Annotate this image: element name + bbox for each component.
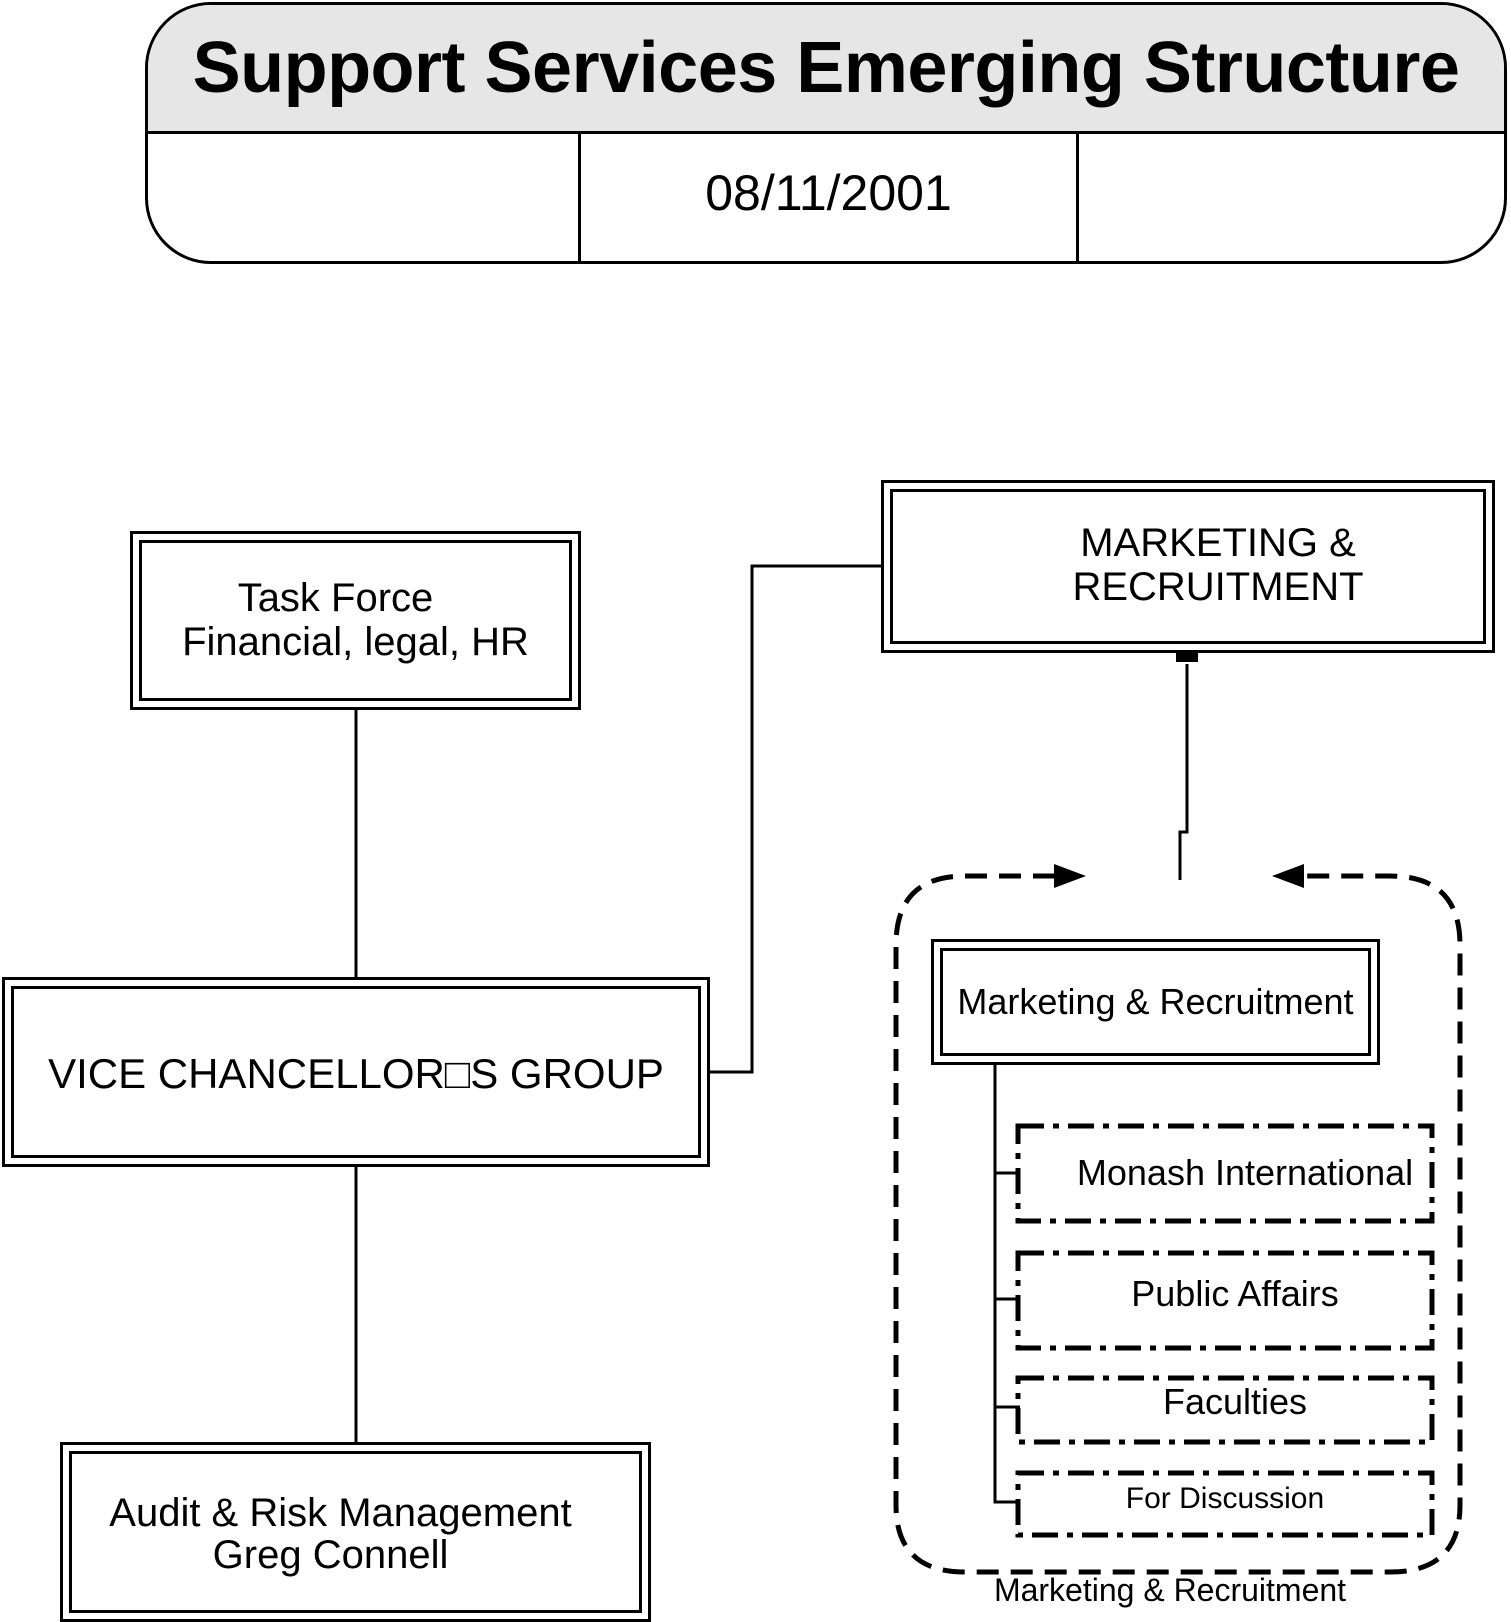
title-cell-left — [148, 134, 581, 261]
monash-intl-label: Monash International — [1076, 1152, 1414, 1193]
group-caption: Marketing & Recruitment — [993, 1572, 1347, 1608]
audit-line2: Greg Connell — [212, 1533, 449, 1577]
audit-box: Audit & Risk Management Greg Connell — [60, 1442, 651, 1622]
task-force-line1: Task Force — [237, 576, 434, 620]
marketing-inner-box: Marketing & Recruitment — [931, 939, 1380, 1065]
vc-group-box: VICE CHANCELLOR□S GROUP — [2, 977, 710, 1167]
title-cell-date: 08/11/2001 — [581, 134, 1079, 261]
audit-line1: Audit & Risk Management — [109, 1491, 572, 1535]
faculties-box: Faculties — [1018, 1378, 1432, 1442]
marketing-top-line2: RECRUITMENT — [1072, 565, 1364, 609]
arrowhead-left — [1054, 864, 1086, 888]
arrowhead-right — [1272, 864, 1304, 888]
marketing-top-line1: MARKETING & — [1080, 521, 1356, 565]
public-affairs-label: Public Affairs — [1131, 1273, 1339, 1314]
public-affairs-box: Public Affairs — [1018, 1253, 1432, 1348]
for-discussion-box: For Discussion — [1018, 1473, 1432, 1535]
faculties-border — [1015, 1375, 1435, 1445]
marketing-inner-label: Marketing & Recruitment — [957, 981, 1354, 1022]
chart-title: Support Services Emerging Structure — [192, 28, 1460, 108]
date-text: 08/11/2001 — [705, 165, 952, 221]
vc-group-label: VICE CHANCELLOR□S GROUP — [48, 1050, 664, 1097]
faculties-label: Faculties — [1162, 1381, 1308, 1422]
for-discussion-border — [1015, 1470, 1435, 1538]
task-force-box: Task Force Financial, legal, HR — [130, 531, 581, 710]
monash-intl-box: Monash International — [1018, 1126, 1432, 1221]
task-force-line2: Financial, legal, HR — [182, 620, 529, 664]
connector-marketing-group — [1178, 664, 1189, 880]
connector-vc-marketing — [709, 564, 881, 1074]
title-info-row: 08/11/2001 — [148, 134, 1504, 261]
title-band: Support Services Emerging Structure — [148, 5, 1504, 134]
monash-intl-border — [1015, 1123, 1435, 1224]
marketing-top-box: MARKETING & RECRUITMENT — [881, 480, 1495, 653]
public-affairs-border — [1015, 1250, 1435, 1351]
title-block: Support Services Emerging Structure 08/1… — [145, 2, 1507, 264]
connector-spine — [993, 1064, 1020, 1504]
for-discussion-label: For Discussion — [1125, 1482, 1325, 1515]
